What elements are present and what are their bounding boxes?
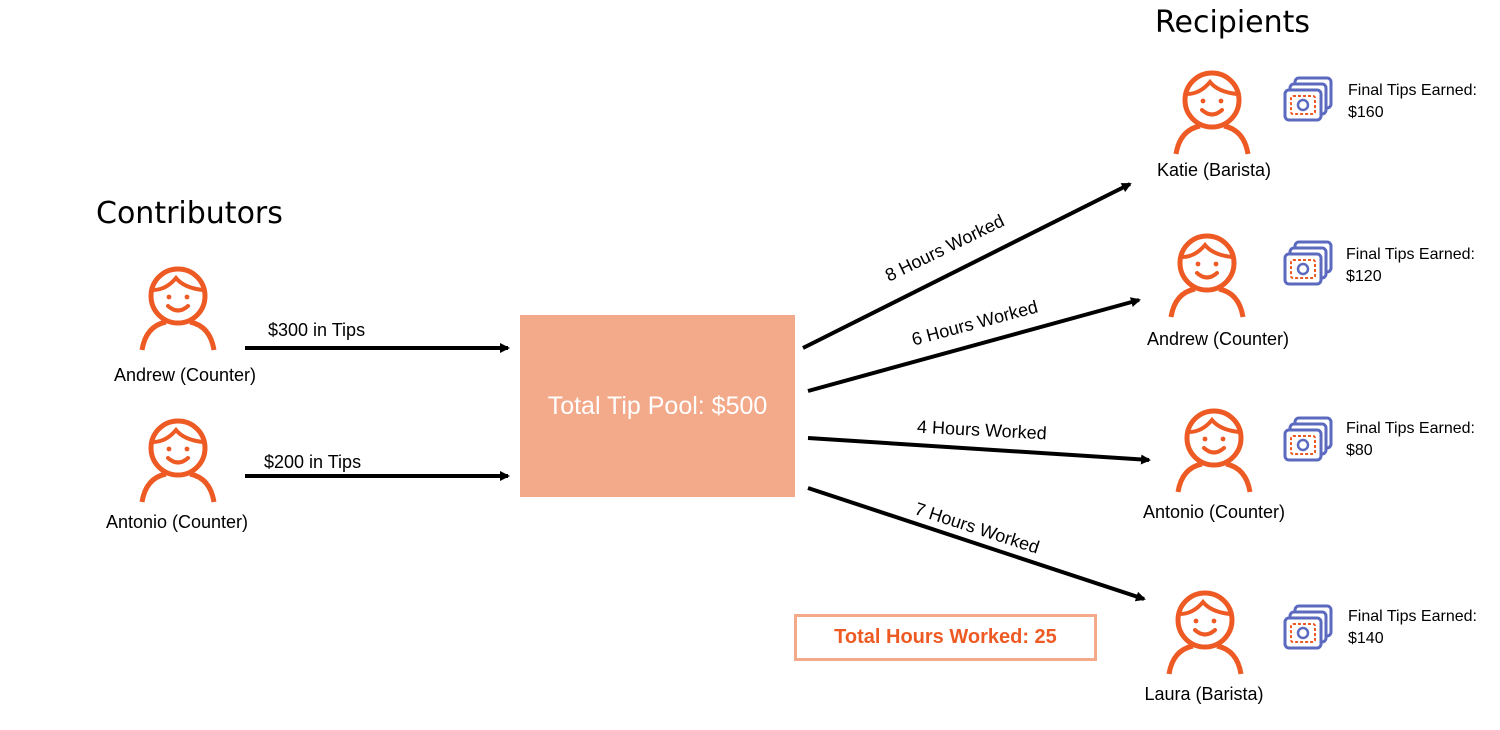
final-tips: Final Tips Earned: $160	[1348, 80, 1477, 124]
final-tips-label: Final Tips Earned:	[1346, 420, 1475, 437]
final-tips-amount: $160	[1348, 104, 1384, 121]
person-icon	[1168, 233, 1246, 318]
tip-pool-label: Total Tip Pool: $500	[547, 391, 768, 420]
person-icon	[1175, 408, 1253, 493]
arrow-pool-to-andrew	[807, 297, 1141, 393]
person-icon	[1173, 70, 1251, 155]
final-tips-label: Final Tips Earned:	[1348, 82, 1477, 99]
money-icon	[1283, 240, 1333, 286]
tip-pool-box: Total Tip Pool: $500	[520, 315, 795, 497]
final-tips-amount: $80	[1346, 442, 1373, 459]
money-icon	[1283, 604, 1333, 650]
contributor-name: Andrew (Counter)	[113, 365, 257, 385]
contribution-label: $200 in Tips	[264, 452, 362, 472]
recipient-name: Antonio (Counter)	[1142, 502, 1286, 522]
contributor-name: Antonio (Counter)	[105, 512, 249, 532]
final-tips: Final Tips Earned: $120	[1346, 244, 1475, 288]
total-hours-label: Total Hours Worked: 25	[834, 626, 1057, 648]
money-icon	[1283, 76, 1333, 122]
recipient-name: Laura (Barista)	[1144, 684, 1264, 704]
final-tips-label: Final Tips Earned:	[1346, 246, 1475, 263]
person-icon	[139, 266, 217, 351]
arrow-pool-to-laura	[807, 486, 1146, 602]
recipients-title: Recipients	[1155, 5, 1311, 40]
person-icon	[1166, 590, 1244, 675]
contribution-label: $300 in Tips	[268, 320, 366, 340]
total-hours-box: Total Hours Worked: 25	[794, 614, 1097, 661]
arrow-pool-to-katie	[802, 182, 1132, 350]
person-icon	[139, 418, 217, 503]
money-icon	[1283, 416, 1333, 462]
final-tips-amount: $120	[1346, 268, 1382, 285]
contributors-title: Contributors	[96, 196, 283, 231]
final-tips: Final Tips Earned: $80	[1346, 418, 1475, 462]
recipient-name: Andrew (Counter)	[1146, 329, 1290, 349]
final-tips-amount: $140	[1348, 630, 1384, 647]
final-tips: Final Tips Earned: $140	[1348, 606, 1477, 650]
final-tips-label: Final Tips Earned:	[1348, 608, 1477, 625]
recipient-name: Katie (Barista)	[1156, 160, 1272, 180]
arrow-pool-to-antonio	[807, 436, 1151, 465]
